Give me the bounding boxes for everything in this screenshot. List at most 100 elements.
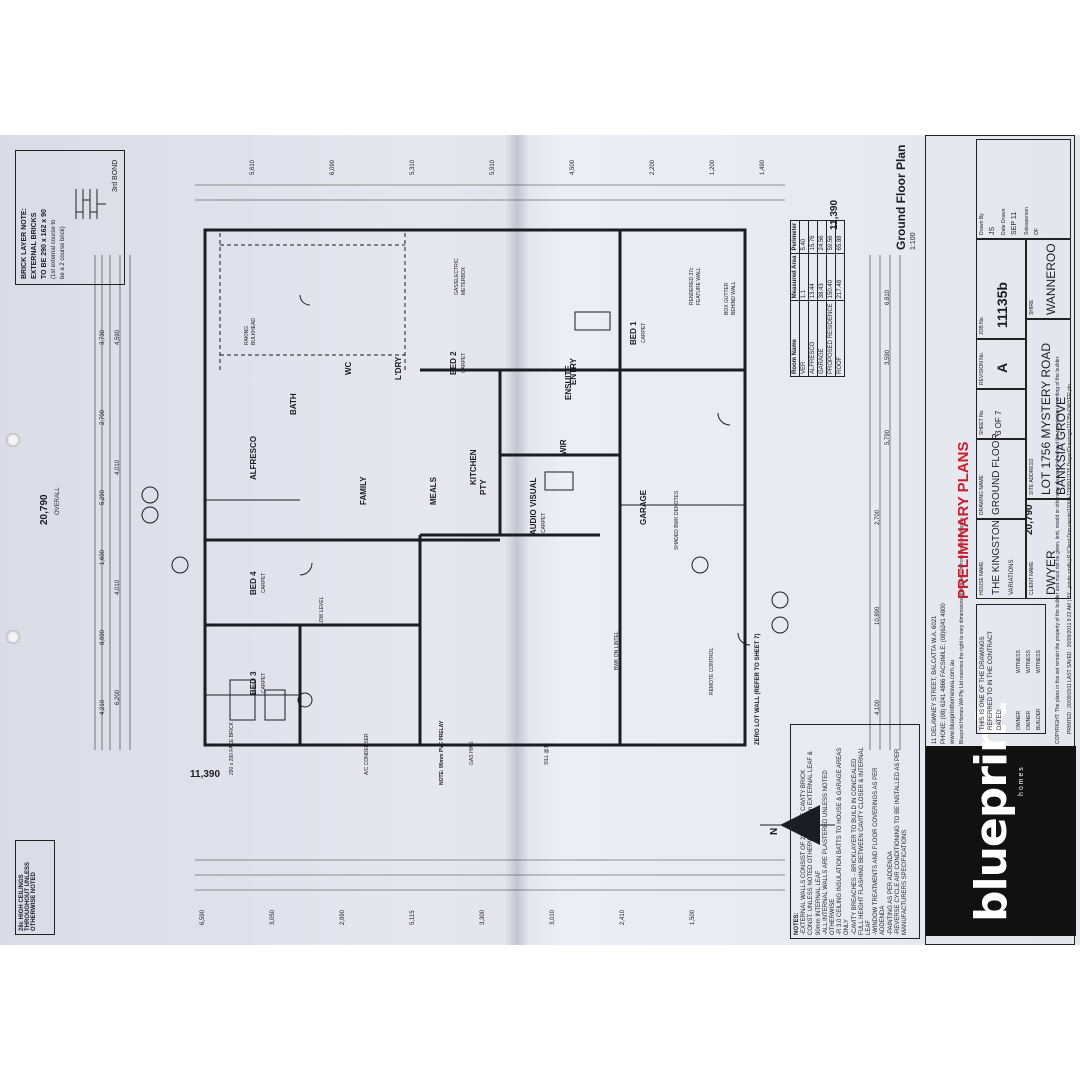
revision-label: REVISION No. [979,351,985,385]
shire-cell: SHIRE WANNEROO [1026,239,1071,319]
room-wc: WC [344,361,353,375]
dim-bottom: 6,810 [885,289,891,305]
site-cell: SITE ADDRESS LOT 1756 MYSTERY ROAD BANKS… [1026,319,1071,499]
plan-note-gas-hws: GAS HWS [469,741,475,765]
job-no-cell: JOB No. 11135b [976,239,1026,339]
client-name: DWYER [1044,550,1058,595]
revision: A [994,362,1010,373]
note-line: -R 3.0 CEILING INSULATION BATTS TO HOUSE… [837,747,844,935]
dim-right: 2,200 [650,159,656,175]
note-line: -PAINTING AS PER ADDENDA [887,851,894,935]
variations-label: VARIATIONS [1009,559,1015,595]
overall-top-word: OVERALL [55,487,61,515]
dim-top: 4,210 [100,699,106,715]
dim-right: 6,090 [330,159,336,175]
dim-bottom: 2,700 [875,509,881,525]
dim-left: 3,050 [270,909,276,925]
dim-top: 6,200 [115,689,121,705]
room-bed4: BED 4 [249,571,258,595]
north-arrow [760,805,835,845]
dim-right: 5,310 [410,159,416,175]
dim-left: 5,115 [410,910,416,925]
north-label: N [769,827,780,835]
brick-layer-note: BRICK LAYER NOTE: EXTERNAL BRICKS TO BE … [15,150,125,285]
logo-wordmark: blueprint [966,702,1017,922]
dim-left: 2,990 [340,909,346,925]
schedule-header: Room Name [790,300,800,377]
print-footer: PRINTED : 20/09/2011 LAST SAVED : 20/09/… [1067,384,1073,734]
builder-address: 11 DELAWNEY STREET, BALCATTA W.A. 6021 [932,615,938,744]
house-name-label: HOUSE NAME [979,561,985,595]
note-line: MANUFACTURERS SPECIFICATIONS [902,829,909,935]
overall-side-dim: 11,390 [190,769,221,780]
dim-bottom: 10,890 [875,606,881,625]
notes-box: NOTES: -EXTERNAL WALLS CONSIST OF 230 WI… [790,724,920,939]
room-bath: BATH [289,393,298,415]
plan-note-low-level: LOW LEVEL [319,596,325,625]
binder-hole [6,433,20,447]
plan-note-shaded: SHADED BWK DENOTES [674,490,680,550]
note-line: LEAF [866,919,873,935]
schedule-cell: 38.43 [817,253,827,301]
dim-left: 1,500 [690,909,696,925]
note-line: -EXTERNAL WALLS CONSIST OF 230 WIDE CAVI… [801,769,808,935]
note-line: -WINDOW TREATMENTS AND FLOOR COVERINGS A… [873,767,880,935]
schedule-cell: 150.40 [826,253,836,301]
room-laundry: L'DRY [394,356,403,380]
room-floor-tag: CARPET [541,512,547,533]
schedule-cell: ROOF [835,300,845,377]
revision-cell: REVISION No. A [976,339,1026,389]
plan-note-box-gutter: BOX GUTTER [724,282,730,315]
room-bed3: BED 3 [249,671,258,695]
note-line: CONST. UNLESS NOTED OTHERWISE. 90mm EXTE… [808,751,815,935]
schedule-cell: ALFRESCO [808,300,818,377]
note-line: OTHERWISE [830,898,837,935]
job-no-label: JOB No. [979,316,985,335]
schedule-cell: GARAGE [817,300,827,377]
client-cell: CLIENT NAME DWYER [1026,499,1071,599]
dim-bottom: 3,590 [885,349,891,365]
note-line: 90mm INTERNAL LEAF [815,870,822,935]
schedule-cell: 59.56 [826,220,836,254]
title-block: blueprint h o m e s 11 DELAWNEY STREET, … [925,135,1076,945]
plan-note-rendered: FEATURE WALL [696,267,702,305]
schedule-cell: PROPOSED RESIDENCE [826,300,836,377]
dim-right: 1,200 [710,159,716,175]
dim-top: 4,010 [115,579,121,595]
sheet-no-label: SHEET No. [979,409,985,435]
room-alfresco: ALFRESCO [249,436,258,480]
notes-title: NOTES: [794,912,800,935]
witness-label: WITNESS [1026,650,1032,673]
room-meals: MEALS [429,477,438,505]
schedule-cell: 15.76 [808,220,818,254]
plan-note-gas-meter: GAS/ELECTRIC [454,258,460,295]
owner-label: OWNER [1026,710,1032,730]
plan-note-raking: BULKHEAD [251,318,257,345]
contract-line: THIS IS ONE OF THE DRAWINGS [980,636,986,730]
site-line: BANKSIA GROVE [1054,396,1068,495]
schedule-cell: 5.40 [799,220,809,254]
dim-right: 1,490 [760,159,766,175]
room-bed1: BED 1 [629,321,638,345]
contract-line: DATED: [997,708,1003,730]
note-line: ADDENDA [880,905,887,935]
site-label: SITE ADDRESS [1029,458,1035,495]
room-floor-tag: CARPET [641,322,647,343]
sheet-no-cell: SHEET No. 3 OF 7 [976,389,1026,439]
dim-left: 3,300 [480,909,486,925]
schedule-header: Perimeter [790,220,800,254]
plan-note-piers: 290 x 290 FACE BRICK [229,721,235,775]
plan-note-rendered: RENDERED 37c [689,267,695,305]
room-audio-visual: AUDIO VISUAL [529,477,538,535]
paper-fold [505,135,529,945]
dim-right: 4,500 [570,159,576,175]
dim-top: 4,010 [115,459,121,475]
drawn-by-label: Drawn By [979,213,985,235]
brick-bond-icon [75,189,106,219]
plan-note-raking: RAKING [244,325,250,345]
schedule-cell: 65.88 [835,220,845,254]
note-line: -REVERSE CYCLE AIR CONDITIONING TO BE IN… [894,748,901,935]
note-line: -CAVITY BREACHES - BRICKLAYER TO BUILD I… [851,758,858,936]
logo-sub: h o m e s [1018,767,1025,796]
dim-top: 1,600 [100,549,106,565]
